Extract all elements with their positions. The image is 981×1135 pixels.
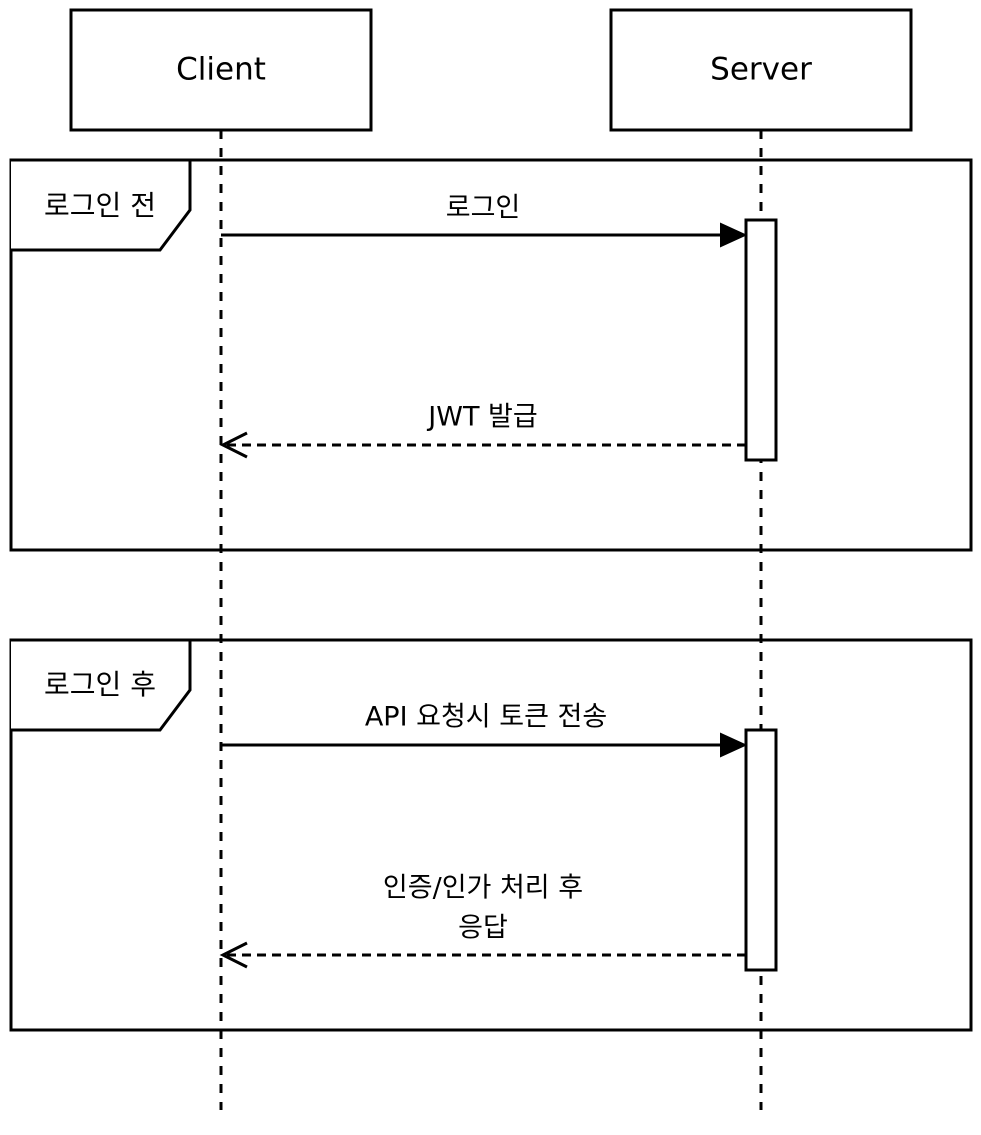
server-activation-bar [744,218,778,462]
fragment-before-login-frame [9,158,973,552]
filled-arrowhead-icon [720,222,748,248]
server-participant[interactable]: Server [609,8,913,132]
client-participant-box [69,8,373,132]
message-login: 로그인 [221,193,748,248]
server-participant-label: Server [710,52,812,88]
fragment-before-login-tab [11,158,192,252]
message-api-request-label: API 요청시 토큰 전송 [365,702,607,733]
open-arrowhead-icon [219,431,248,459]
message-auth-response-label-line-2: 응답 [458,913,508,944]
filled-arrowhead-icon [720,732,748,758]
open-arrowhead-icon [219,941,248,969]
fragment-after-login-label: 로그인 후 [44,668,156,701]
fragment-before-login-label: 로그인 전 [44,189,156,222]
message-auth-response: 인증/인가 처리 후 응답 [219,873,746,969]
message-auth-response-label-line-1: 인증/인가 처리 후 [383,873,583,904]
server-activation-bar [744,728,778,972]
message-jwt-issue-label: JWT 발급 [426,402,537,433]
client-participant-label: Client [176,52,266,88]
fragment-before-login: 로그인 전 [9,158,973,552]
message-login-label: 로그인 [446,193,521,224]
fragment-after-login-frame [9,638,973,1032]
message-jwt-issue: JWT 발급 [219,402,746,459]
fragment-after-login: 로그인 후 [9,638,973,1032]
fragment-after-login-tab [11,638,192,732]
server-participant-box [609,8,913,132]
message-api-request: API 요청시 토큰 전송 [221,702,748,758]
client-participant[interactable]: Client [69,8,373,132]
